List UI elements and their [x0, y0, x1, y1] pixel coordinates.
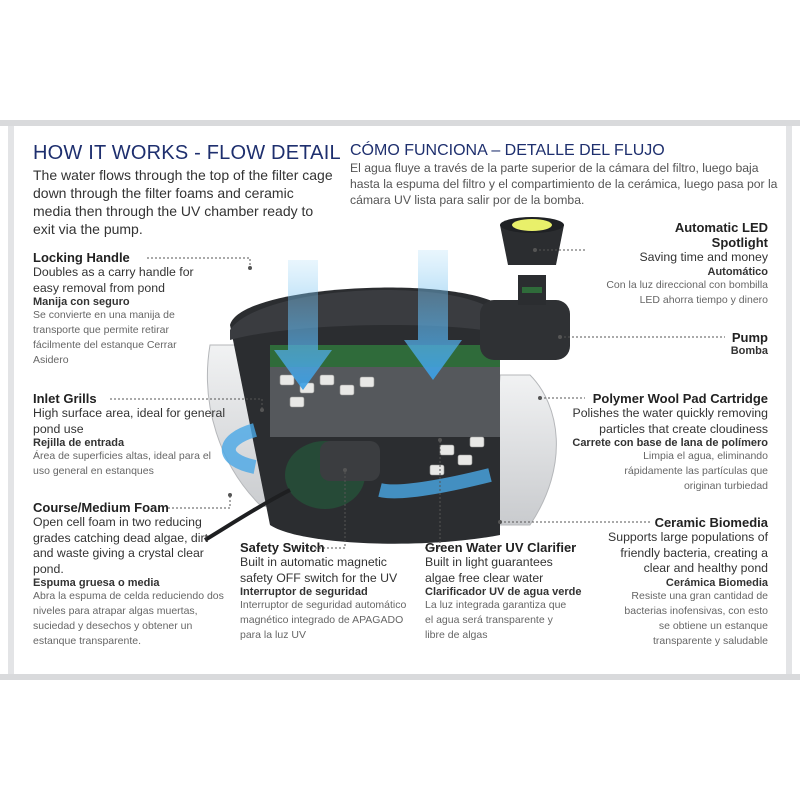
callout-text: Built in light guarantees algae free cle…	[425, 555, 553, 585]
callout-safety-switch: Safety Switch Built in automatic magneti…	[240, 540, 415, 643]
callout-es-text: Interruptor de seguridad automático magn…	[240, 599, 407, 641]
callout-text: Built in automatic magnetic safety OFF s…	[240, 555, 398, 585]
callout-es-title: Automático	[707, 265, 769, 278]
intro-english: The water flows through the top of the f…	[33, 167, 333, 237]
callout-title: Locking Handle	[33, 250, 130, 265]
callout-text: Open cell foam in two reducing grades ca…	[33, 515, 209, 576]
callout-title: Course/Medium Foam	[33, 500, 169, 515]
callout-text: Supports large populations of friendly b…	[608, 530, 768, 575]
callout-es-title: Manija con seguro	[33, 296, 130, 308]
title-spanish: CÓMO FUNCIONA – DETALLE DEL FLUJO	[350, 142, 665, 159]
power-cable	[203, 488, 291, 542]
callout-text: Polishes the water quickly removing part…	[572, 406, 768, 436]
intro-spanish: El agua fluye a través de la parte super…	[350, 161, 778, 207]
ceramic-media	[279, 374, 485, 476]
flow-swirl-left	[221, 423, 258, 474]
callout-inlet-grills: Inlet Grills High surface area, ideal fo…	[33, 391, 228, 479]
callout-es-title: Bomba	[730, 345, 768, 357]
spotlight-head	[500, 225, 564, 265]
callout-es-title: Espuma gruesa o media	[33, 577, 160, 589]
callout-title: Automatic LED Spotlight	[674, 220, 768, 250]
callout-es-text: Limpia el agua, eliminando rápidamente l…	[624, 450, 768, 492]
callout-es-title: Rejilla de entrada	[33, 437, 125, 449]
right-inlet-grill	[489, 374, 557, 526]
callout-led-spotlight: Automatic LED Spotlight Saving time and …	[592, 220, 768, 308]
callout-text: High surface area, ideal for general pon…	[33, 406, 226, 436]
flow-arrow-right	[404, 250, 462, 380]
callout-pump: Pump Bomba	[668, 330, 768, 357]
callout-title: Polymer Wool Pad Cartridge	[592, 391, 768, 406]
callout-locking-handle: Locking Handle Doubles as a carry handle…	[33, 250, 223, 368]
callout-es-text: Área de superficies altas, ideal para el…	[33, 450, 212, 477]
callout-text: Doubles as a carry handle for easy remov…	[33, 265, 194, 295]
callout-text: Saving time and money	[639, 250, 768, 264]
pump-body	[480, 300, 570, 360]
callout-es-title: Interruptor de seguridad	[240, 586, 368, 598]
callout-wool-pad: Polymer Wool Pad Cartridge Polishes the …	[558, 391, 768, 494]
callout-es-text: La luz integrada garantiza que el agua s…	[425, 599, 567, 641]
callout-es-title: Carrete con base de lana de polímero	[572, 437, 768, 449]
callout-es-text: Abra la espuma de celda reduciendo dos n…	[33, 590, 224, 647]
title-english: HOW IT WORKS - FLOW DETAIL	[33, 142, 341, 164]
callout-es-title: Cerámica Biomedia	[665, 576, 768, 589]
callout-es-text: Resiste una gran cantidad de bacterias i…	[624, 589, 768, 647]
callout-ceramic: Ceramic Biomedia Supports large populati…	[600, 515, 768, 649]
flow-swirl-right	[378, 468, 492, 499]
callout-es-text: Se convierte en una manija de transporte…	[33, 309, 177, 366]
callout-title: Ceramic Biomedia	[654, 515, 768, 530]
callout-uv-clarifier: Green Water UV Clarifier Built in light …	[425, 540, 600, 643]
filter-illustration	[203, 217, 570, 544]
callout-title: Inlet Grills	[33, 391, 97, 406]
callout-title: Safety Switch	[240, 540, 325, 555]
flow-arrow-left	[274, 260, 332, 390]
callout-es-text: Con la luz direccional con bombilla LED …	[606, 278, 768, 306]
callout-title: Green Water UV Clarifier	[425, 540, 577, 555]
led-lens	[512, 219, 552, 231]
callout-title: Pump	[731, 330, 768, 345]
callout-es-title: Clarificador UV de agua verde	[425, 586, 582, 598]
callout-course-foam: Course/Medium Foam Open cell foam in two…	[33, 500, 228, 649]
